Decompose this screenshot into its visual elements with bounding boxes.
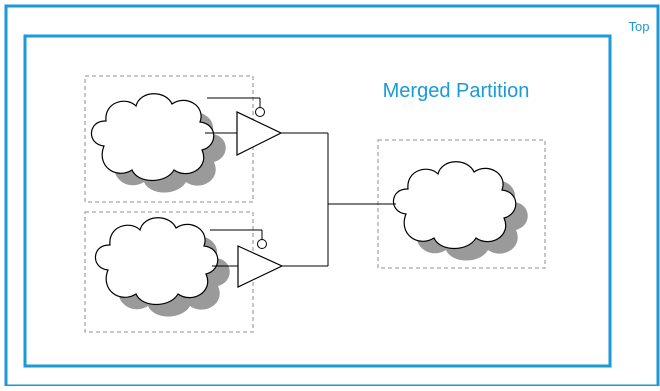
upper-buffer-triangle xyxy=(236,111,283,156)
upper-left-cloud xyxy=(90,93,226,193)
top-label: Top xyxy=(629,19,650,34)
top-frame xyxy=(4,4,660,388)
upper-tristate-buffer xyxy=(205,97,283,156)
lower-enable-bubble xyxy=(257,239,267,249)
right-cloud xyxy=(392,161,528,261)
merged-partition-frame xyxy=(23,34,612,368)
lower-left-cloud xyxy=(94,217,230,317)
merged-partition-label: Merged Partition xyxy=(383,80,530,102)
upper-enable-bubble xyxy=(255,107,265,117)
lower-tristate-buffer xyxy=(210,229,284,288)
output-bus xyxy=(281,132,396,267)
lower-buffer-triangle xyxy=(237,245,284,288)
